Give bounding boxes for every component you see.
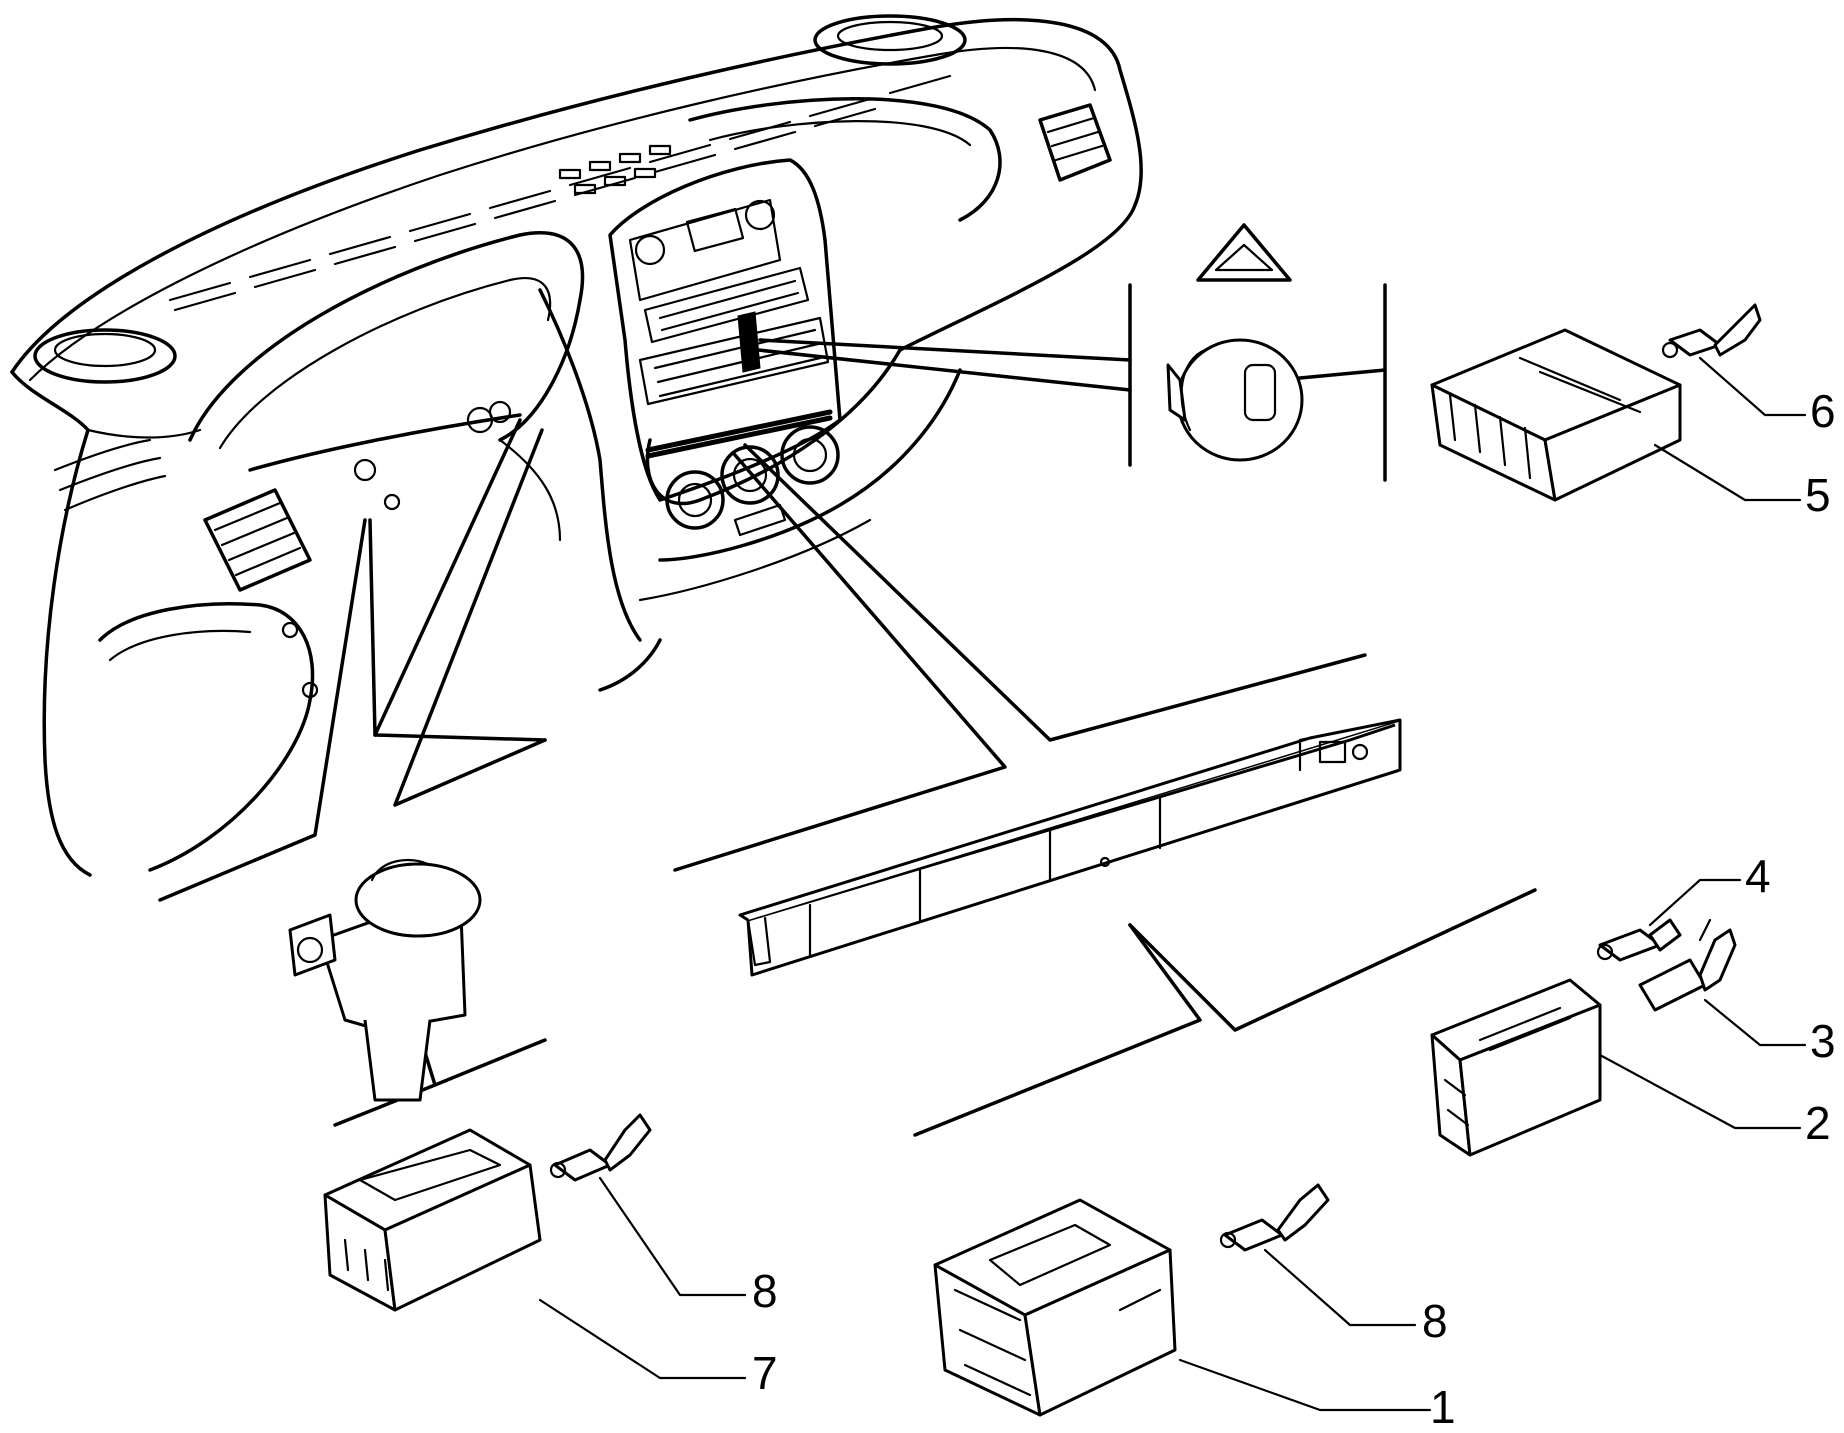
callout-2: 2 xyxy=(1805,1097,1831,1149)
connector-1-part xyxy=(933,1198,1177,1417)
callout-6: 6 xyxy=(1810,385,1836,437)
terminal-8a-part xyxy=(549,1113,652,1182)
terminal-8b-part xyxy=(1219,1183,1330,1252)
callout-4: 4 xyxy=(1745,850,1771,902)
terminal-6-part xyxy=(1661,303,1762,359)
terminal-3-part xyxy=(1638,918,1737,1012)
callout-leaders xyxy=(538,356,1807,1412)
switch-panel-strip-part xyxy=(738,718,1402,977)
light-switch-part xyxy=(288,858,482,1102)
dashboard-illustration xyxy=(10,14,1143,877)
callout-1: 1 xyxy=(1430,1381,1456,1433)
callout-3: 3 xyxy=(1810,1015,1836,1067)
connector-7-part xyxy=(323,1128,542,1312)
terminal-4-part xyxy=(1596,918,1682,962)
callout-8-left: 8 xyxy=(752,1265,778,1317)
hazard-triangle-icon xyxy=(1196,223,1292,282)
callout-8-right: 8 xyxy=(1422,1295,1448,1347)
connector-5-part xyxy=(1430,328,1682,502)
hazard-switch-part xyxy=(1166,338,1304,462)
connector-2-part xyxy=(1430,978,1602,1157)
callout-5: 5 xyxy=(1805,469,1831,521)
callout-7: 7 xyxy=(752,1347,778,1399)
